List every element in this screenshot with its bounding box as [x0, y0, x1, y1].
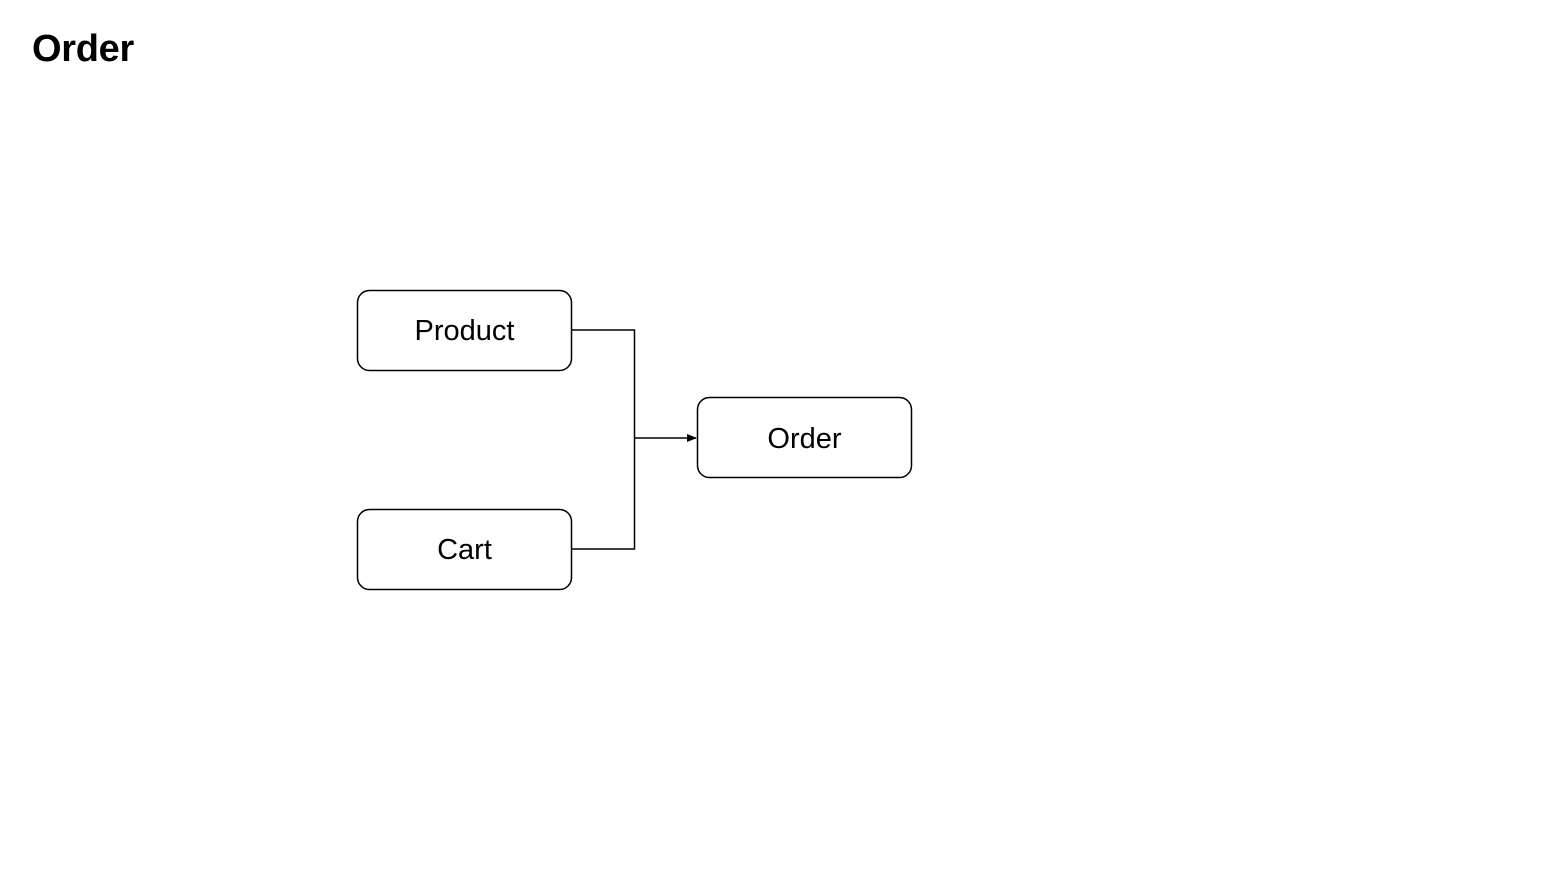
node-product-label: Product: [415, 315, 515, 347]
edge-product-to-order: [572, 329, 636, 438]
node-product[interactable]: Product: [356, 289, 573, 372]
node-order-box: [696, 396, 913, 479]
edge-cart-to-order: [572, 438, 636, 550]
node-cart[interactable]: Cart: [356, 508, 573, 591]
node-cart-label: Cart: [437, 534, 492, 566]
node-product-box: [356, 289, 573, 372]
node-cart-box: [356, 508, 573, 591]
page-title: Order: [32, 28, 134, 70]
node-order-label: Order: [767, 423, 841, 455]
node-order[interactable]: Order: [696, 396, 913, 479]
